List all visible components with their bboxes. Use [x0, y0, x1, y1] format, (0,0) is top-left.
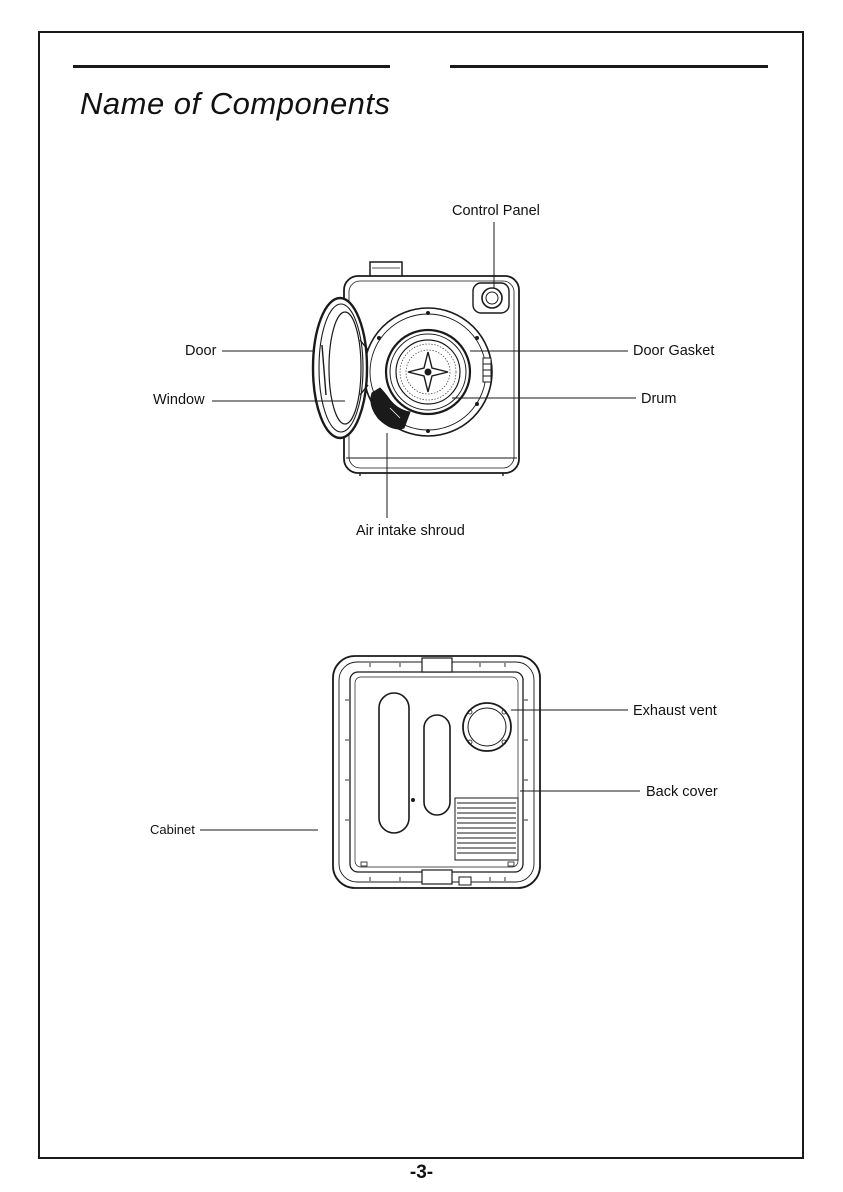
label-control-panel: Control Panel	[452, 203, 540, 219]
back-view-dryer	[333, 656, 540, 888]
label-door-gasket: Door Gasket	[633, 343, 714, 359]
label-door: Door	[185, 343, 216, 359]
label-back-cover: Back cover	[646, 784, 718, 800]
open-door	[313, 298, 367, 438]
label-drum: Drum	[641, 391, 676, 407]
label-cabinet: Cabinet	[150, 822, 195, 838]
label-exhaust-vent: Exhaust vent	[633, 703, 717, 719]
label-window: Window	[153, 392, 205, 408]
front-view-dryer	[313, 262, 519, 476]
page-number: -3-	[0, 1162, 843, 1184]
label-air-intake-shroud: Air intake shroud	[356, 523, 465, 539]
